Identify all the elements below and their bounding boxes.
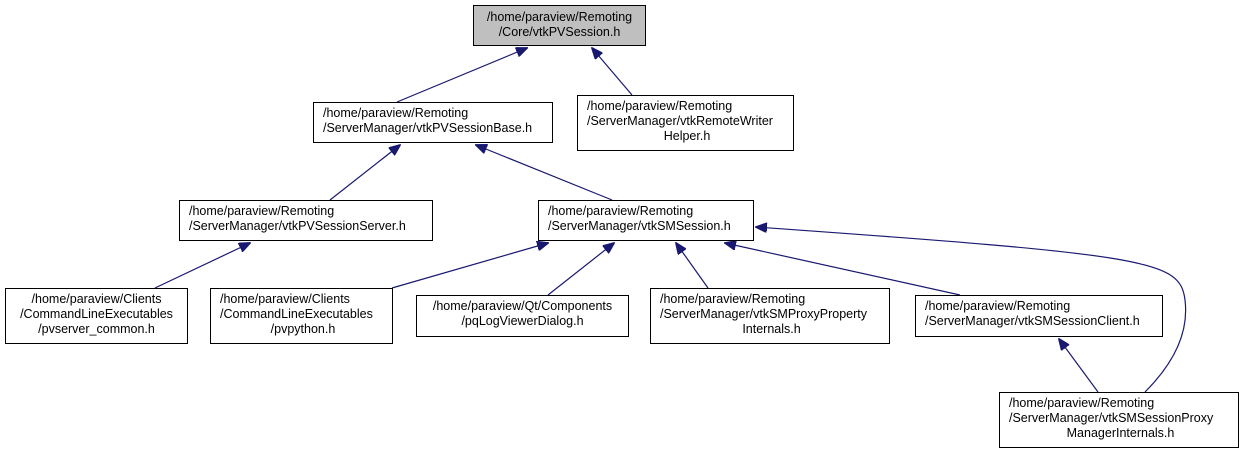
node-label-line: /ServerManager/vtkPVSessionServer.h <box>189 219 406 233</box>
node-label-line: /ServerManager/vtkRemoteWriter <box>587 114 773 128</box>
node-label-line: /ServerManager/vtkSMSession.h <box>548 219 731 233</box>
edge-smsessionclient-to-smsession <box>725 243 961 296</box>
node-label-line: ManagerInternals.h <box>1066 426 1175 440</box>
edge-pvserver_common-to-pvsessionserver <box>154 243 250 289</box>
edge-pvsessionserver-to-pvsessionbase <box>329 145 400 201</box>
edge-pvsessionbase-to-root <box>396 48 527 103</box>
edge-pvpython-to-smsession <box>391 243 548 289</box>
node-label-line: /Core/vtkPVSession.h <box>498 25 621 39</box>
node-label-line: /home/paraview/Remoting <box>925 299 1071 313</box>
node-pqlogviewerdialog[interactable]: /home/paraview/Qt/Components/pqLogViewer… <box>416 295 629 337</box>
node-label-line: /home/paraview/Qt/Components <box>432 299 613 313</box>
node-label-line: /home/paraview/Remoting <box>548 204 694 218</box>
node-vtkremotewriterhelper[interactable]: /home/paraview/Remoting/ServerManager/vt… <box>577 95 794 151</box>
node-label-line: /home/paraview/Clients <box>31 292 162 306</box>
node-label-line: /pqLogViewerDialog.h <box>461 314 584 328</box>
node-label-line: /ServerManager/vtkSMSessionClient.h <box>925 314 1140 328</box>
node-label-line: /home/paraview/Remoting <box>486 10 633 24</box>
node-pvpython[interactable]: /home/paraview/Clients/CommandLineExecut… <box>210 288 393 344</box>
node-label-line: /ServerManager/vtkSMProxyProperty <box>660 307 868 321</box>
node-label-line: Internals.h <box>742 322 801 336</box>
node-label-line: Helper.h <box>663 129 711 143</box>
edge-smsession-to-pvsessionbase <box>476 145 613 201</box>
edge-remotewriterhelper-to-root <box>592 48 633 96</box>
node-label-line: /home/paraview/Clients <box>220 292 350 306</box>
node-label-line: /home/paraview/Remoting <box>587 99 733 113</box>
node-root: /home/paraview/Remoting/Core/vtkPVSessio… <box>473 5 646 46</box>
node-label-line: /home/paraview/Remoting <box>660 292 806 306</box>
node-vtksmsessionproxymanagerinternals[interactable]: /home/paraview/Remoting/ServerManager/vt… <box>999 392 1239 448</box>
node-vtksmproxypropertyinternals[interactable]: /home/paraview/Remoting/ServerManager/vt… <box>650 288 890 344</box>
node-vtkpvsessionbase[interactable]: /home/paraview/Remoting/ServerManager/vt… <box>313 102 553 143</box>
edge-smproxypropertyinternals-to-smsession <box>676 243 709 289</box>
node-label-line: /home/paraview/Remoting <box>323 106 469 120</box>
node-label-line: /CommandLineExecutables <box>220 307 373 321</box>
node-label-line: /CommandLineExecutables <box>20 307 173 321</box>
node-label-line: /ServerManager/vtkSMSessionProxy <box>1009 411 1214 425</box>
node-label-line: /home/paraview/Remoting <box>1009 396 1155 410</box>
node-label-line: /pvpython.h <box>270 322 336 336</box>
edge-smsessionproxymanagerinternals-to-smsessionclient <box>1059 339 1099 393</box>
node-pvserver-common[interactable]: /home/paraview/Clients/CommandLineExecut… <box>5 288 188 344</box>
node-label-line: /home/paraview/Remoting <box>189 204 335 218</box>
node-vtkpvsessionserver[interactable]: /home/paraview/Remoting/ServerManager/vt… <box>179 200 433 241</box>
edge-smsessionproxymanagerinternals-to-smsession <box>756 227 1187 393</box>
node-label-line: /pvserver_common.h <box>38 322 155 336</box>
node-vtksmsession[interactable]: /home/paraview/Remoting/ServerManager/vt… <box>538 200 754 241</box>
node-label-line: /ServerManager/vtkPVSessionBase.h <box>323 121 533 135</box>
edge-pqlogviewerdialog-to-smsession <box>547 243 614 296</box>
node-vtksmsessionclient[interactable]: /home/paraview/Remoting/ServerManager/vt… <box>915 295 1163 337</box>
